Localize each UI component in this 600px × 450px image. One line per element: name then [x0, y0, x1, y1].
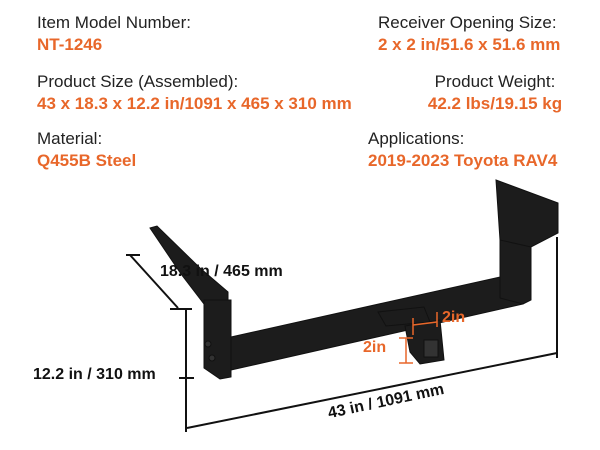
- spec-label: Material:: [37, 129, 103, 148]
- receiver-height-label: 2in: [363, 339, 387, 356]
- spec-value: Q455B Steel: [37, 151, 137, 170]
- right-bracket-plate: [495, 179, 559, 248]
- left-vertical-plate: [203, 299, 232, 380]
- spec-label: Applications:: [368, 129, 465, 148]
- spec-value: 2019-2023 Toyota RAV4: [368, 151, 558, 170]
- spec-value: 42.2 lbs/19.15 kg: [427, 94, 563, 113]
- spec-material: Material: Q455B Steel: [37, 128, 136, 172]
- spec-weight: Product Weight: 42.2 lbs/19.15 kg: [420, 71, 570, 115]
- spec-label: Item Model Number:: [37, 13, 191, 32]
- spec-value: NT-1246: [37, 35, 103, 54]
- receiver-width-label: 2in: [442, 309, 466, 326]
- trailer-hitch: [149, 179, 559, 380]
- height-dimension-label: 12.2 in / 310 mm: [33, 366, 156, 383]
- width-dimension-line: [186, 352, 558, 429]
- spec-receiver: Receiver Opening Size: 2 x 2 in/51.6 x 5…: [378, 12, 560, 56]
- spec-model: Item Model Number: NT-1246: [37, 12, 191, 56]
- depth-dimension-label: 18.3 in / 465 mm: [160, 263, 283, 280]
- spec-value: 43 x 18.3 x 12.2 in/1091 x 465 x 310 mm: [37, 94, 352, 113]
- spec-label: Receiver Opening Size:: [378, 13, 557, 32]
- spec-value: 2 x 2 in/51.6 x 51.6 mm: [378, 35, 561, 54]
- dimension-lines: [126, 237, 558, 432]
- receiver-opening: [423, 339, 439, 358]
- spec-label: Product Size (Assembled):: [37, 72, 239, 91]
- left-bracket-plate: [149, 225, 229, 305]
- spec-applications: Applications: 2019-2023 Toyota RAV4: [368, 128, 557, 172]
- depth-dimension-line: [129, 254, 179, 309]
- receiver-dimension-lines: [399, 312, 438, 364]
- spec-size: Product Size (Assembled): 43 x 18.3 x 12…: [37, 71, 352, 115]
- spec-label: Product Weight:: [434, 72, 556, 91]
